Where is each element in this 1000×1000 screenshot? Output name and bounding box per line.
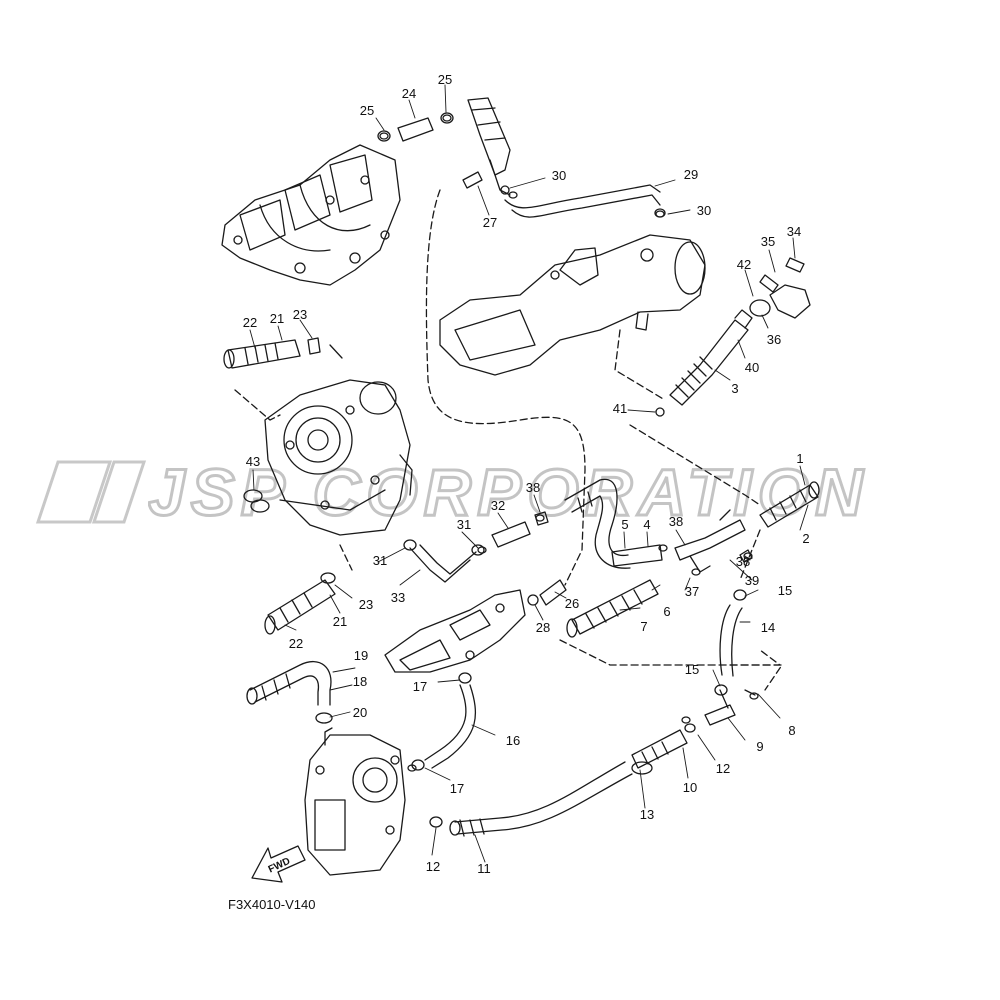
- hose-18-19: [246, 660, 333, 724]
- callout-7: 7: [640, 619, 648, 634]
- callout-19: 19: [353, 648, 369, 663]
- callout-18: 18: [352, 674, 368, 689]
- hose-11: [429, 761, 633, 837]
- callout-14: 14: [760, 620, 776, 635]
- exhaust-manifold: [221, 144, 401, 286]
- callout-11: 11: [477, 861, 491, 876]
- callout-31b: 31: [372, 553, 388, 568]
- callout-32: 32: [490, 498, 506, 513]
- pipe-26: [527, 579, 567, 606]
- lower-manifold: [384, 589, 526, 673]
- callout-21b: 21: [332, 614, 348, 629]
- hose-29: [504, 184, 666, 218]
- callout-31a: 31: [456, 517, 472, 532]
- callout-35: 35: [760, 234, 776, 249]
- fitting-34-35-36-42: [749, 257, 811, 319]
- hose-13: [631, 723, 696, 775]
- hose-22-upper: [223, 337, 343, 421]
- callout-20: 20: [352, 705, 368, 720]
- callout-34: 34: [786, 224, 802, 239]
- callout-36: 36: [766, 332, 782, 347]
- callout-40: 40: [744, 360, 760, 375]
- callout-6: 6: [663, 604, 671, 619]
- hose-14: [704, 529, 783, 726]
- callout-17a: 17: [412, 679, 428, 694]
- leader-lines: [249, 84, 809, 863]
- callout-4: 4: [643, 517, 651, 532]
- callout-38b: 38: [668, 514, 684, 529]
- callout-21a: 21: [269, 311, 285, 326]
- hose-24: [377, 112, 454, 142]
- callout-12a: 12: [715, 761, 731, 776]
- callout-30b: 30: [696, 203, 712, 218]
- callout-25b: 25: [359, 103, 375, 118]
- callout-33: 33: [390, 590, 406, 605]
- callout-23a: 23: [292, 307, 308, 322]
- callout-15b: 15: [684, 662, 700, 677]
- pump-assembly: [304, 727, 406, 876]
- watermark: JSP CORPORATION: [30, 458, 975, 526]
- hose-2: [759, 481, 820, 528]
- compressor-housing: [264, 379, 413, 536]
- hose-3: [614, 309, 753, 417]
- callout-38a: 38: [525, 480, 541, 495]
- pipe-27: [425, 171, 586, 586]
- hose-22-lower: [264, 544, 353, 635]
- hose-5: [564, 478, 663, 569]
- callout-16: 16: [505, 733, 521, 748]
- hose-clamps: [379, 114, 759, 772]
- top-bracket-valve: [467, 97, 511, 196]
- callout-5: 5: [621, 517, 629, 532]
- callout-24: 24: [401, 86, 417, 101]
- hose-33: [403, 539, 485, 583]
- callout-43: 43: [245, 454, 261, 469]
- clamp-43: [243, 489, 270, 513]
- hose-7: [559, 579, 781, 666]
- callout-26: 26: [564, 596, 580, 611]
- callout-23b: 23: [358, 597, 374, 612]
- callout-39: 39: [744, 573, 760, 588]
- callout-15a: 15: [777, 583, 793, 598]
- callout-37: 37: [684, 584, 700, 599]
- callout-29: 29: [683, 167, 699, 182]
- callout-17b: 17: [449, 781, 465, 796]
- callout-10: 10: [682, 780, 698, 795]
- drawing-code: F3X4010-V140: [228, 897, 316, 912]
- callout-41: 41: [612, 401, 628, 416]
- callout-25a: 25: [437, 72, 453, 87]
- callout-8: 8: [788, 723, 796, 738]
- callout-22a: 22: [242, 315, 258, 330]
- watermark-logo-mark: [35, 460, 147, 524]
- callout-2: 2: [802, 531, 810, 546]
- watermark-text: JSP CORPORATION: [148, 458, 869, 526]
- callout-13: 13: [639, 807, 655, 822]
- callout-22b: 22: [288, 636, 304, 651]
- callout-27: 27: [482, 215, 498, 230]
- callout-42: 42: [736, 257, 752, 272]
- t-joint-39: [629, 424, 761, 573]
- callout-38c: 38: [735, 554, 751, 569]
- callout-9: 9: [756, 739, 764, 754]
- fitting-32: [491, 511, 549, 548]
- exhaust-pipe: [439, 234, 706, 376]
- callout-3: 3: [731, 381, 739, 396]
- callout-28: 28: [535, 620, 551, 635]
- fwd-arrow-icon: [251, 845, 306, 883]
- callout-1: 1: [796, 451, 804, 466]
- callout-12b: 12: [425, 859, 441, 874]
- callout-30a: 30: [551, 168, 567, 183]
